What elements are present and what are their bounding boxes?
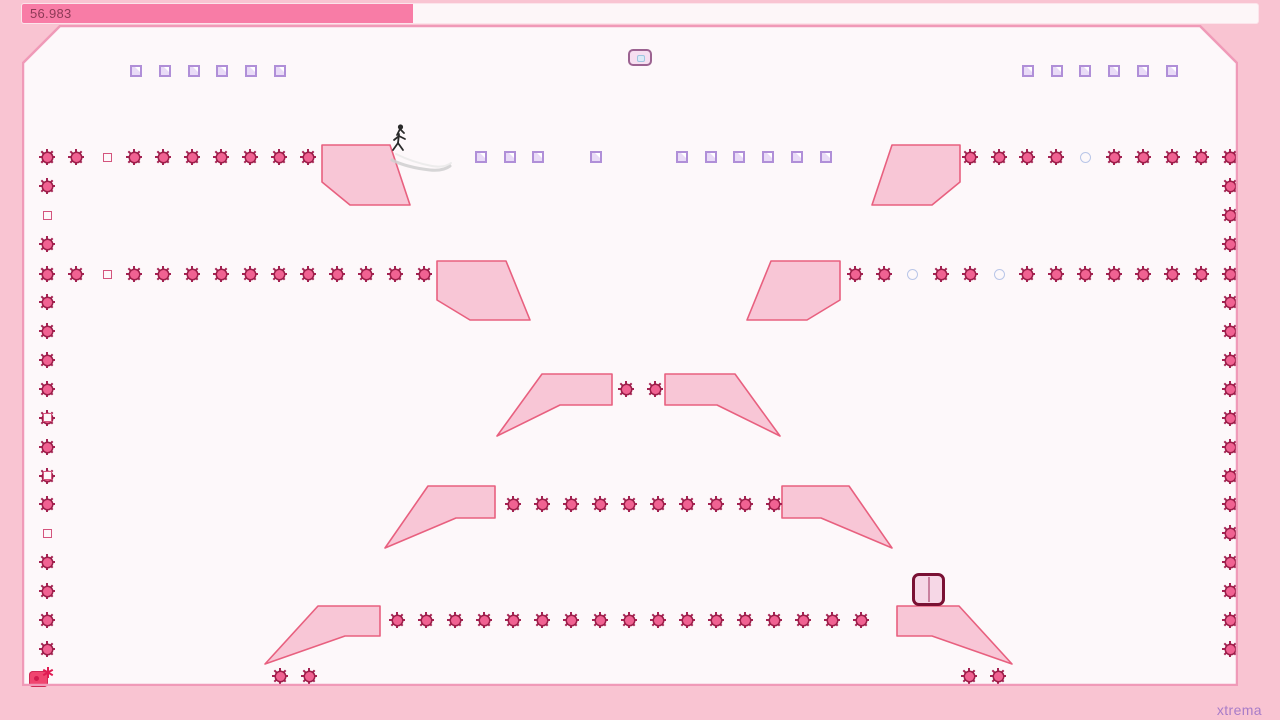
drone-spark-icon [42, 667, 53, 678]
level-author-label: xtrema [1216, 702, 1262, 718]
switch-core-icon [637, 54, 645, 62]
progress-bar-fill [22, 4, 413, 23]
player-ninja [386, 120, 456, 180]
exit-switch[interactable] [628, 48, 652, 66]
timer-label: 56.983 [30, 6, 72, 21]
drone-eye-icon [34, 676, 39, 681]
patrol-drone [28, 667, 53, 690]
door-seam [927, 576, 930, 602]
exit-door[interactable] [911, 572, 945, 606]
level-playfield [22, 25, 1238, 686]
progress-bar: 56.983 [22, 4, 1258, 23]
level-inner [24, 27, 1236, 684]
